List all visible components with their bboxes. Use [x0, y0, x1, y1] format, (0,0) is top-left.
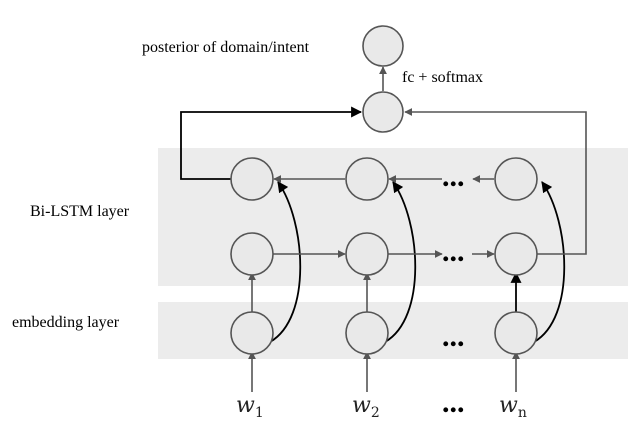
bilstm-label: Bi-LSTM layer: [30, 203, 130, 220]
input-word-n: wn: [499, 393, 527, 421]
input-word-2: w2: [352, 393, 380, 421]
emb-to-bwd-curve-n: [533, 181, 566, 343]
input-word-1-base: w: [236, 393, 255, 418]
posterior-node: [362, 25, 404, 67]
input-word-2-base: w: [352, 393, 371, 418]
input-ellipsis: ...: [442, 386, 465, 419]
embedding-node-n: [494, 311, 538, 355]
fwd-to-fc-connector: [404, 108, 587, 255]
bwd-ellipsis: ...: [442, 160, 465, 193]
input-word-n-base: w: [499, 393, 518, 418]
fwd-lstm-node-1: [230, 232, 274, 276]
fwd-ellipsis: ...: [442, 235, 465, 268]
input-word-n-sub: n: [518, 405, 527, 421]
fc-softmax-node: [362, 91, 404, 133]
bwd-lstm-node-2: [345, 157, 389, 201]
bwd-lstm-node-n: [494, 157, 538, 201]
emb-to-bwd-curve-1: [269, 181, 302, 343]
input-word-2-sub: 2: [371, 405, 380, 421]
embedding-ellipsis: ...: [442, 320, 465, 353]
posterior-label: posterior of domain/intent: [142, 39, 310, 56]
fwd-lstm-node-n: [494, 232, 538, 276]
embedding-node-1: [230, 311, 274, 355]
fwd-lstm-node-2: [345, 232, 389, 276]
embedding-node-2: [345, 311, 389, 355]
input-word-1: w1: [236, 393, 264, 421]
bwd-to-fc-connector: [180, 106, 363, 180]
bwd-lstm-node-1: [230, 157, 274, 201]
embedding-label: embedding layer: [12, 314, 120, 331]
fc-softmax-label: fc + softmax: [402, 69, 483, 86]
input-word-1-sub: 1: [255, 405, 264, 421]
emb-to-bwd-curve-2: [384, 181, 417, 343]
